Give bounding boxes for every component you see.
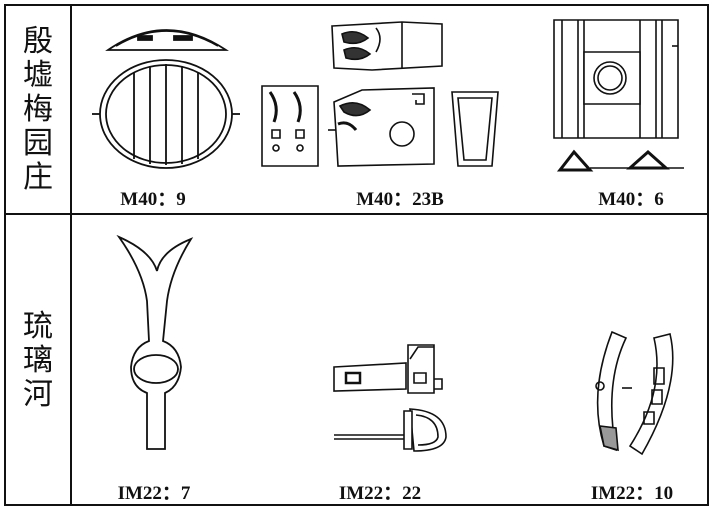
site-name-yinxu-meiyuanzhuang: 殷墟梅园庄	[23, 23, 53, 195]
artifact-label: IM22：22	[338, 483, 422, 504]
artifact-drawing-im22-7	[111, 231, 201, 461]
comparison-table: 殷墟梅园庄 琉璃河 M40：9 M40：23B M40：6 IM22：7 IM2…	[4, 4, 709, 506]
artifact-label: M40：6	[598, 189, 664, 210]
artifact-drawing-im22-22	[326, 339, 451, 454]
site-name-liulihe: 琉璃河	[23, 308, 53, 412]
site-name-row-2: 琉璃河	[6, 215, 70, 506]
artifact-drawing-m40-6	[544, 12, 694, 177]
row-divider	[6, 213, 707, 215]
artifact-drawing-m40-23b	[252, 12, 512, 172]
site-name-row-1: 殷墟梅园庄	[6, 6, 70, 213]
artifact-drawing-m40-9	[86, 14, 246, 179]
artifact-drawing-im22-10	[582, 324, 692, 464]
column-divider	[70, 6, 72, 504]
artifact-label: M40：9	[120, 189, 186, 210]
artifact-label: M40：23B	[356, 189, 444, 210]
artifact-label: IM22：7	[117, 483, 191, 504]
artifact-label: IM22：10	[590, 483, 674, 504]
